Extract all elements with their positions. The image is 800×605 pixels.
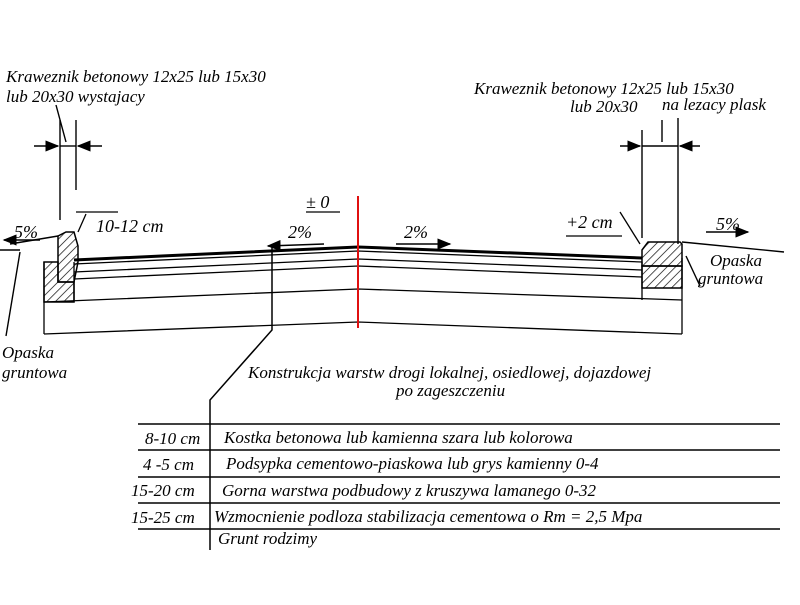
construction-title-1: Konstrukcja warstw drogi lokalnej, osied… (247, 363, 651, 382)
curb-right-label-2b: na lezacy plask (662, 95, 766, 114)
shoulder-right-label-1: Opaska (710, 251, 762, 270)
layer-thickness: 15-25 cm (131, 508, 195, 527)
layer-thickness: 15-20 cm (131, 481, 195, 500)
curb-right-height-label: +2 cm (566, 212, 613, 232)
height-markers (76, 211, 641, 245)
shoulder-right-label-2: gruntowa (698, 269, 763, 288)
shoulder-left-label-2: gruntowa (2, 363, 67, 382)
layer-table (138, 423, 780, 530)
slope-arrows (2, 226, 750, 252)
layer-rows: 8-10 cm Kostka betonowa lub kamienna sza… (131, 428, 642, 548)
curb-left-label-2: lub 20x30 wystajacy (6, 87, 145, 106)
dimension-left (34, 104, 102, 220)
subgrade-label: Grunt rodzimy (218, 529, 317, 548)
layer-bottom (43, 321, 683, 335)
crown-right-slope-label: 2% (404, 222, 428, 242)
right-curb (641, 241, 683, 289)
layer-thickness: 8-10 cm (145, 429, 200, 448)
crown-left-slope-label: 2% (288, 222, 312, 242)
crown-level-label: ± 0 (306, 192, 329, 212)
leader-line (209, 246, 273, 550)
layer-description: Wzmocnienie podloza stabilizacja cemento… (214, 507, 642, 526)
curb-right-label-2a: lub 20x30 (570, 97, 638, 116)
road-body (43, 245, 683, 335)
left-slope-label: 5% (14, 222, 38, 242)
layer-line-4 (43, 288, 683, 303)
dimension-right (620, 118, 700, 244)
layer-thickness: 4 -5 cm (143, 455, 194, 474)
right-shoulder-line (681, 241, 785, 253)
curb-left-label-1: Kraweznik betonowy 12x25 lub 15x30 (5, 67, 266, 86)
curb-right-label-1: Kraweznik betonowy 12x25 lub 15x30 (473, 79, 734, 98)
shoulder-left-label-1: Opaska (2, 343, 54, 362)
layer-description: Kostka betonowa lub kamienna szara lub k… (223, 428, 573, 447)
left-curb (43, 231, 79, 303)
construction-title-2: po zageszczeniu (395, 381, 505, 400)
layer-description: Podsypka cementowo-piaskowa lub grys kam… (225, 454, 599, 473)
right-slope-label: 5% (716, 214, 740, 234)
layer-description: Gorna warstwa podbudowy z kruszywa laman… (222, 481, 597, 500)
curb-left-height-label: 10-12 cm (96, 216, 163, 236)
crown-left-arrow (266, 239, 325, 252)
